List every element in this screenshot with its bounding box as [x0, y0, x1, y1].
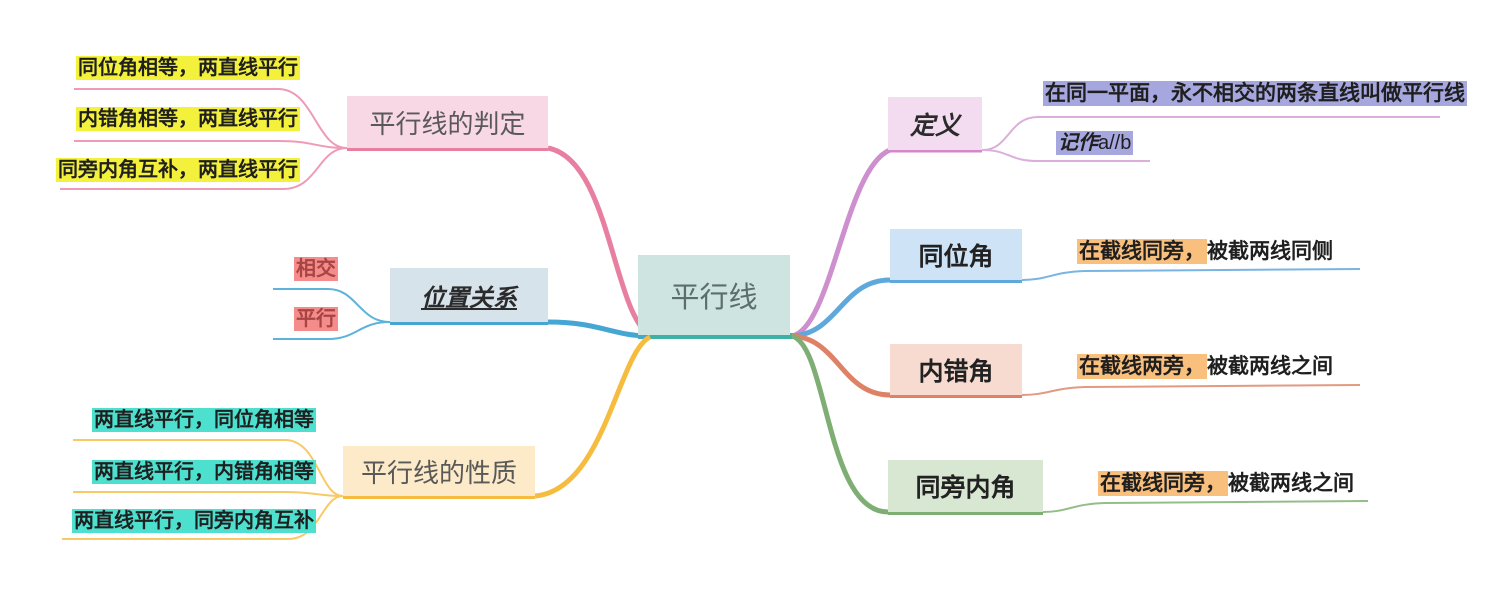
- alternate-angles-label: 内错角: [918, 357, 994, 386]
- edge-property-child-3: [62, 495, 344, 540]
- edge-property-child-2: [73, 491, 344, 497]
- judgment-rule-3-text: 同旁内角互补，两直线平行: [56, 158, 300, 182]
- edge-judgment-child-3: [60, 147, 348, 190]
- edge-judgment: [547, 145, 652, 339]
- edge-definition: [791, 147, 892, 339]
- judgment-rule-2[interactable]: 内错角相等，两直线平行: [76, 106, 300, 132]
- definition-label: 定义: [909, 111, 960, 140]
- central-topic-label: 平行线: [670, 282, 758, 314]
- position-child-intersect[interactable]: 相交: [294, 256, 338, 282]
- edge-definition-child-1: [981, 116, 1440, 151]
- property-rule-3[interactable]: 两直线平行，同旁内角互补: [72, 508, 316, 534]
- position-child-parallel-text: 平行: [294, 307, 338, 331]
- judgment-label: 平行线的判定: [369, 108, 526, 139]
- node-judgment[interactable]: 平行线的判定: [347, 96, 548, 148]
- edge-alternate-child: [1021, 384, 1361, 396]
- judgment-rule-3[interactable]: 同旁内角互补，两直线平行: [56, 157, 300, 183]
- edge-corresponding-child: [1021, 268, 1361, 281]
- position-label: 位置关系: [421, 284, 517, 312]
- co-interior-angles-desc-hl: 在截线同旁，: [1098, 471, 1228, 496]
- edge-co-interior: [790, 333, 889, 515]
- judgment-rule-1-text: 同位角相等，两直线平行: [76, 56, 300, 80]
- edge-judgment-child-2: [74, 140, 348, 149]
- edge-co-interior-child: [1042, 500, 1369, 513]
- corresponding-angles-desc-rest: 被截两线同侧: [1207, 240, 1333, 263]
- definition-text[interactable]: 在同一平面，永不相交的两条直线叫做平行线: [1043, 81, 1467, 107]
- corresponding-angles-label: 同位角: [918, 242, 994, 271]
- alternate-angles-desc-hl: 在截线两旁，: [1077, 354, 1207, 379]
- edge-property: [534, 334, 652, 499]
- node-corresponding-angles[interactable]: 同位角: [890, 229, 1022, 280]
- property-rule-1[interactable]: 两直线平行，同位角相等: [92, 407, 316, 433]
- position-child-parallel[interactable]: 平行: [294, 306, 338, 332]
- property-rule-2[interactable]: 两直线平行，内错角相等: [92, 459, 316, 485]
- edge-corresponding: [791, 277, 891, 339]
- property-rule-1-text: 两直线平行，同位角相等: [92, 408, 316, 432]
- property-rule-3-text: 两直线平行，同旁内角互补: [72, 509, 316, 533]
- node-central-topic[interactable]: 平行线: [638, 255, 790, 335]
- judgment-rule-1[interactable]: 同位角相等，两直线平行: [76, 55, 300, 81]
- edge-position-child-1: [273, 288, 391, 323]
- node-definition[interactable]: 定义: [888, 97, 982, 150]
- node-property[interactable]: 平行线的性质: [343, 446, 535, 496]
- edge-alternate: [791, 333, 891, 398]
- node-position[interactable]: 位置关系: [390, 268, 548, 322]
- corresponding-angles-desc-hl: 在截线同旁，: [1077, 239, 1207, 264]
- co-interior-angles-desc[interactable]: 在截线同旁，被截两线之间: [1098, 471, 1354, 497]
- edge-judgment-child-1: [74, 88, 348, 149]
- alternate-angles-desc[interactable]: 在截线两旁，被截两线之间: [1077, 354, 1333, 380]
- definition-notation-formula: a//b: [1098, 132, 1132, 154]
- edge-definition-child-2: [981, 149, 1150, 162]
- property-rule-2-text: 两直线平行，内错角相等: [92, 460, 316, 484]
- definition-notation[interactable]: 记作a//b: [1056, 130, 1134, 156]
- definition-text-content: 在同一平面，永不相交的两条直线叫做平行线: [1043, 81, 1467, 106]
- definition-notation-content: 记作a//b: [1056, 131, 1134, 155]
- edge-position: [547, 319, 651, 339]
- co-interior-angles-label: 同旁内角: [915, 474, 1016, 502]
- judgment-rule-2-text: 内错角相等，两直线平行: [76, 107, 300, 131]
- corresponding-angles-desc[interactable]: 在截线同旁，被截两线同侧: [1077, 239, 1333, 265]
- edge-position-child-2: [273, 321, 391, 340]
- position-child-intersect-text: 相交: [294, 257, 338, 281]
- alternate-angles-desc-rest: 被截两线之间: [1207, 355, 1333, 378]
- node-co-interior-angles[interactable]: 同旁内角: [888, 460, 1043, 512]
- property-label: 平行线的性质: [360, 457, 517, 488]
- node-alternate-angles[interactable]: 内错角: [890, 344, 1022, 395]
- definition-notation-prefix: 记作: [1058, 132, 1098, 154]
- co-interior-angles-desc-rest: 被截两线之间: [1228, 472, 1354, 495]
